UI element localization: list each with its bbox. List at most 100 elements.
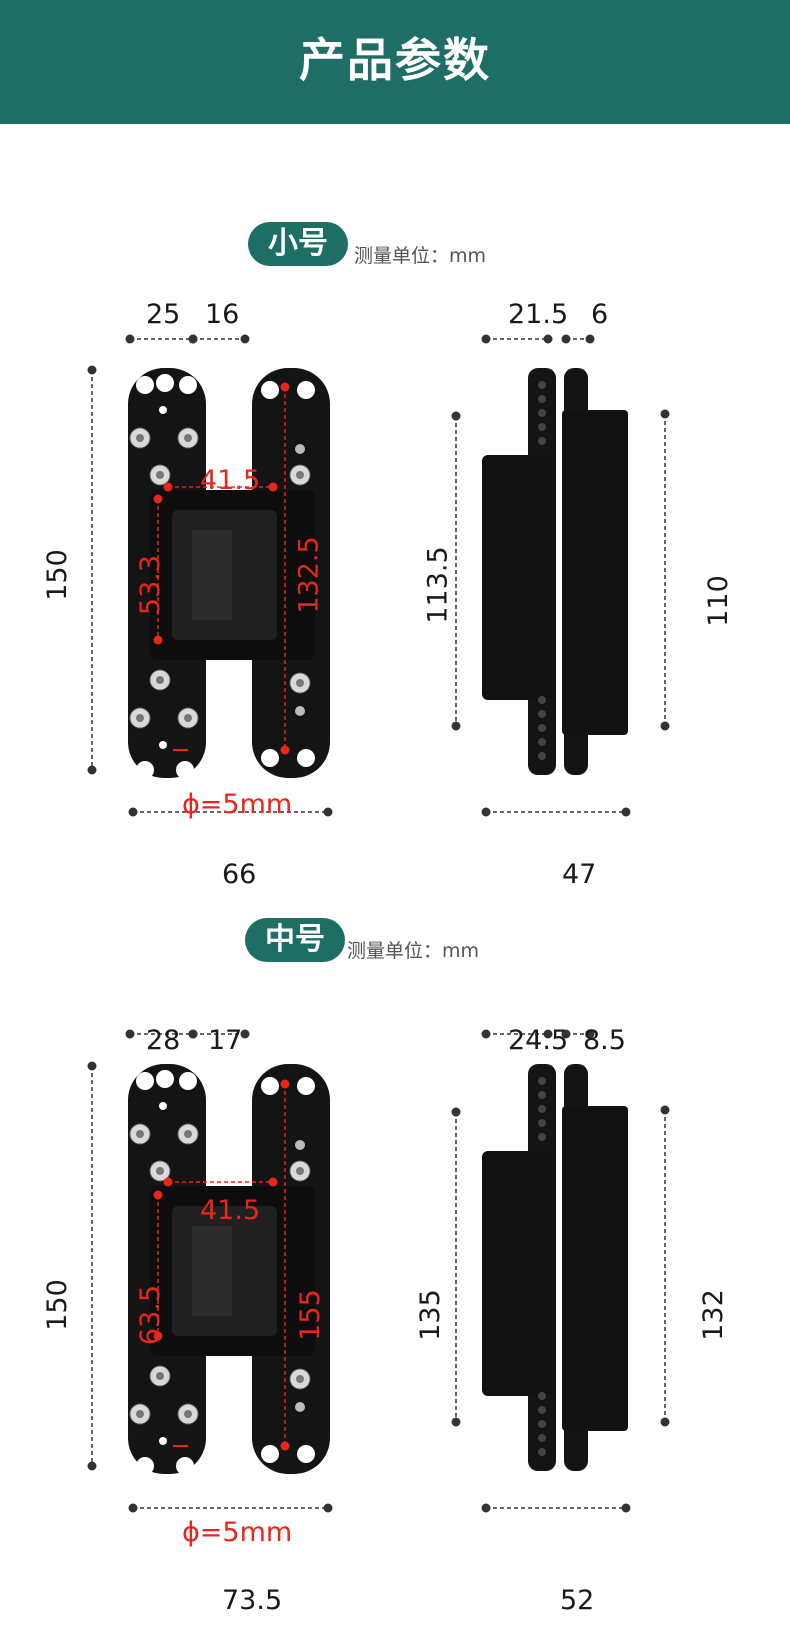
front-height-dim: 150: [41, 1279, 73, 1331]
size-badge: 小号: [248, 222, 348, 266]
side-top-left-dim: 21.5: [508, 299, 569, 330]
front-top-left-dim: 25: [146, 299, 181, 330]
red-dimension-endpoint: [280, 745, 290, 755]
side-hole: [538, 437, 546, 445]
inner-right-dim: 132.5: [293, 536, 325, 614]
dimension-endpoint: [660, 1105, 670, 1115]
side-hole: [538, 1434, 546, 1442]
screw-head-socket: [156, 1167, 164, 1175]
pin-distance-dim: 41.5: [200, 1195, 261, 1226]
red-dimension-endpoint: [268, 1177, 278, 1187]
screw-head-socket: [184, 434, 192, 442]
side-hole: [538, 1077, 546, 1085]
side-hole: [538, 395, 546, 403]
screw-head-socket: [184, 1130, 192, 1138]
side-hole: [538, 1119, 546, 1127]
side-body-right: [562, 410, 628, 735]
dimension-endpoint: [621, 807, 631, 817]
small-screw-icon: [295, 1140, 305, 1150]
pin-distance-dim: 41.5: [200, 465, 261, 496]
dimension-endpoint: [481, 1029, 491, 1039]
dimension-endpoint: [323, 1503, 333, 1513]
mounting-hole: [179, 1072, 197, 1090]
dimension-endpoint: [660, 409, 670, 419]
red-dimension-endpoint: [268, 482, 278, 492]
side-top-left-dim: 24.5: [508, 1025, 569, 1056]
mounting-hole: [159, 406, 167, 414]
mounting-hole: [136, 1072, 154, 1090]
side-top-right-dim: 6: [591, 299, 609, 330]
mounting-hole: [176, 1457, 194, 1475]
hinge-knuckle-face: [192, 530, 232, 620]
screw-head-socket: [296, 1167, 304, 1175]
front-height-dim: 150: [41, 549, 73, 601]
screw-head-socket: [184, 1410, 192, 1418]
screw-head-socket: [136, 1410, 144, 1418]
side-hole: [538, 1392, 546, 1400]
side-hole: [538, 381, 546, 389]
front-width-dim: 73.5: [222, 1585, 283, 1616]
dimension-endpoint: [561, 334, 571, 344]
mounting-hole: [179, 376, 197, 394]
side-hole: [538, 752, 546, 760]
dimension-endpoint: [481, 1503, 491, 1513]
side-hole: [538, 423, 546, 431]
screw-head-socket: [184, 714, 192, 722]
dimension-endpoint: [240, 334, 250, 344]
side-hole: [538, 1133, 546, 1141]
mounting-hole: [159, 741, 167, 749]
mounting-hole: [159, 1437, 167, 1445]
size-section-medium: 中号 测量单位：mm: [0, 0, 790, 962]
dimension-endpoint: [660, 721, 670, 731]
screw-head-socket: [136, 1130, 144, 1138]
small-screw-icon: [295, 1402, 305, 1412]
dimension-endpoint: [188, 334, 198, 344]
side-right-height-dim: 132: [697, 1289, 729, 1341]
inner-left-dim: 63.5: [135, 1284, 167, 1346]
side-top-right-dim: 8.5: [583, 1025, 626, 1056]
page-title: 产品参数: [299, 33, 491, 87]
hole-diameter-label: ϕ=5mm: [182, 789, 293, 820]
side-hole: [538, 1406, 546, 1414]
red-dimension-endpoint: [153, 1331, 163, 1341]
screw-head-socket: [136, 714, 144, 722]
side-hole: [538, 1420, 546, 1428]
page-header: 产品参数: [0, 0, 790, 124]
mounting-hole: [297, 1077, 315, 1095]
dimension-endpoint: [128, 1503, 138, 1513]
side-left-height-dim: 135: [414, 1289, 446, 1341]
screw-head-socket: [156, 676, 164, 684]
red-dimension-endpoint: [280, 382, 290, 392]
mounting-hole: [261, 749, 279, 767]
front-top-right-dim: 16: [205, 299, 240, 330]
side-width-dim: 52: [560, 1585, 595, 1616]
mounting-hole: [136, 376, 154, 394]
mounting-hole: [297, 1445, 315, 1463]
side-hole: [538, 1448, 546, 1456]
dimension-endpoint: [87, 1061, 97, 1071]
side-hole: [538, 1091, 546, 1099]
size-section-small: 小号 测量单位：mm: [0, 0, 790, 680]
front-width-dim: 66: [222, 859, 257, 890]
red-dimension-endpoint: [163, 482, 173, 492]
red-dimension-endpoint: [280, 1079, 290, 1089]
side-hole: [538, 724, 546, 732]
dimension-endpoint: [543, 1029, 553, 1039]
screw-head-socket: [296, 471, 304, 479]
size-badge: 中号: [245, 918, 345, 962]
dimension-endpoint: [125, 1029, 135, 1039]
screw-head-socket: [296, 1375, 304, 1383]
side-hole: [538, 696, 546, 704]
dimension-endpoint: [240, 1029, 250, 1039]
hole-diameter-label: ϕ=5mm: [182, 1517, 293, 1548]
side-body-right: [562, 1106, 628, 1431]
dimension-endpoint: [128, 807, 138, 817]
side-hole: [538, 710, 546, 718]
dimension-endpoint: [87, 365, 97, 375]
measure-unit-label: 测量单位：mm: [347, 940, 480, 962]
dimension-endpoint: [561, 1029, 571, 1039]
mounting-hole: [297, 381, 315, 399]
red-dimension-endpoint: [280, 1441, 290, 1451]
mounting-hole: [136, 1457, 154, 1475]
